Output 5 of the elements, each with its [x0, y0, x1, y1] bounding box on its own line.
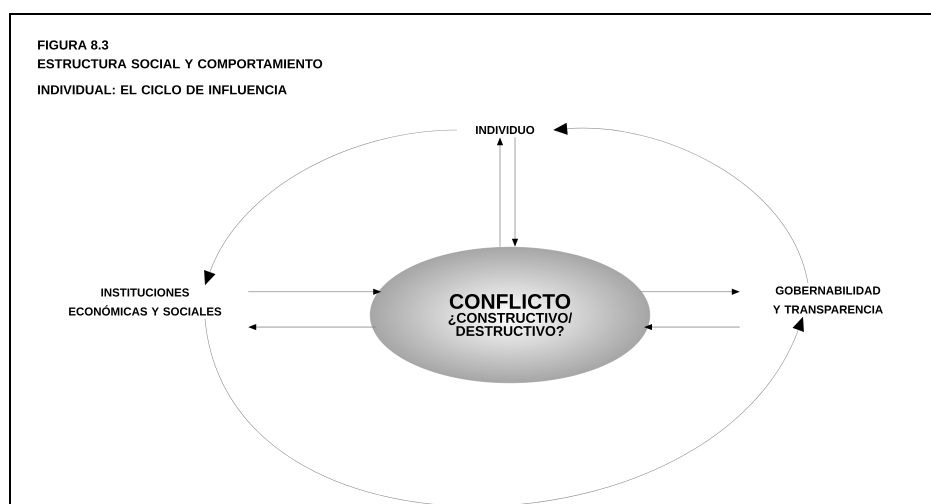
label-text: GOBERNABILIDAD Y TRANSPARENCIA	[773, 286, 883, 314]
label-text: INDIVIDUO	[476, 126, 534, 134]
label-text: INSTITUCIONES ECONÓMICAS Y SOCIALES	[69, 288, 222, 316]
figure-number: FIGURA 8.3	[38, 40, 108, 50]
title: ESTRUCTURA SOCIAL Y COMPORTAMIENTO INDIVIDUAL: EL CICLO DE INFLUENCIA	[38, 59, 322, 94]
